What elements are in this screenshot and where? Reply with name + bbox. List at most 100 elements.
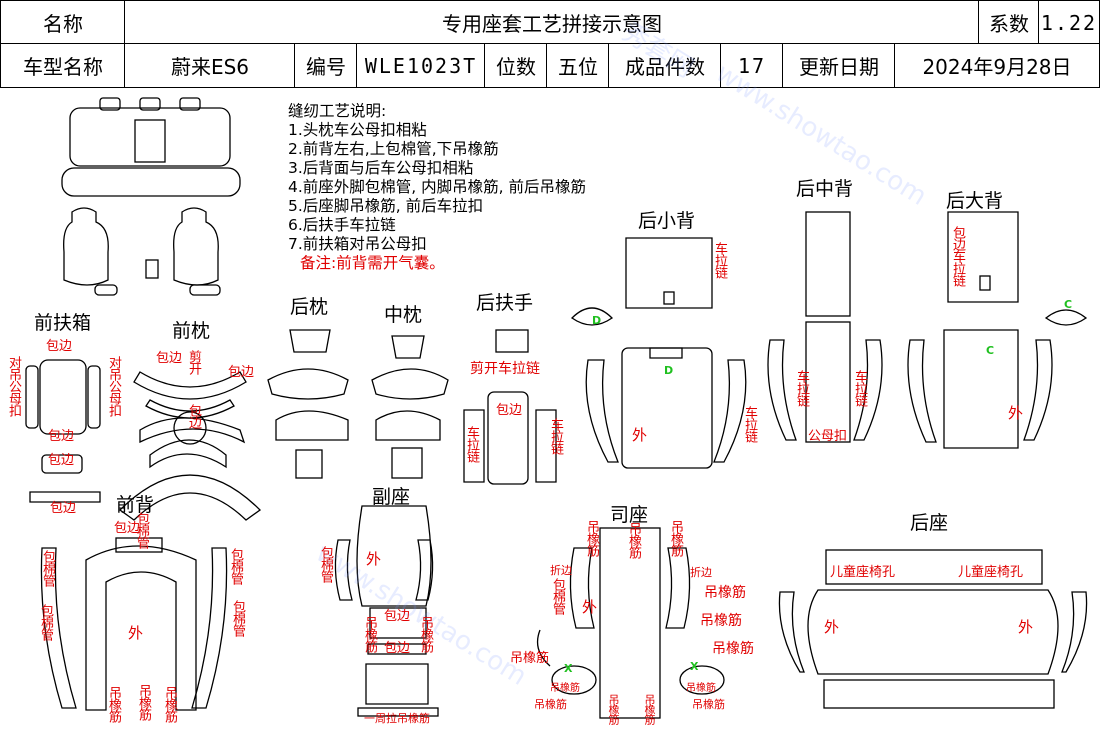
section-title-rear-small-back: 后小背 [638,210,696,232]
label-fold-edge: 折边 [690,566,712,579]
coef-label: 系数 [989,12,1029,36]
date-value: 2024年9月28日 [922,55,1072,79]
coef-label-cell: 系数 [978,0,1040,45]
section-title-driver-seat: 司座 [610,504,649,526]
date-value-cell: 2024年9月28日 [894,43,1100,88]
label-hang-elastic: 吊橡筋 [686,683,716,694]
date-label: 更新日期 [799,55,879,79]
label-child-seat-hole: 儿童座椅孔 [958,565,1024,580]
label-hang-elastic: 吊橡筋 [584,520,599,556]
label-hang-elastic: 吊橡筋 [534,698,567,711]
label-wrap-edge: 包边 [48,453,75,468]
label-wrap-tube: 包棉管 [134,512,149,548]
label-wrap-edge: 包边 [496,403,523,418]
label-sew-zip: 车拉链 [742,406,757,442]
code-value-cell: WLE1023T [356,43,486,88]
note-item: 3.后背面与后车公母扣相粘 [288,159,474,177]
label-around-elastic: 一周拉吊橡筋 [364,712,430,725]
model-value: 蔚来ES6 [170,55,250,79]
middle-headrest-pieces [371,335,449,479]
label-sew-zip: 车拉链 [548,418,563,454]
section-title-passenger-seat: 副座 [372,486,411,508]
label-outer: 外 [582,598,598,616]
rear-headrest-pieces [267,329,349,479]
spec-header-table: 名称 专用座套工艺拼接示意图 系数 1.22 车型名称 蔚来ES6 编号 WLE… [0,0,1100,88]
note-item: 5.后座脚吊橡筋, 前后车拉扣 [288,197,484,215]
label-wrap-tube: 包棉管 [228,548,243,584]
driver-seat-pieces [536,527,725,719]
section-title-rear-big-back: 后大背 [946,190,1004,212]
marker-d: D [592,314,602,327]
rear-seat-pieces [778,549,1088,709]
note-item: 4.前座外脚包棉管, 内脚吊橡筋, 前后吊橡筋 [288,178,586,196]
label-wrap-tube: 包棉管 [230,600,245,636]
label-outer: 外 [1008,404,1024,422]
label-outer: 外 [824,618,840,636]
pieces-value: 17 [737,53,767,78]
label-hang-elastic: 吊橡筋 [692,698,725,711]
code-label-cell: 编号 [294,43,358,88]
label-wrap-edge: 包边 [48,429,75,444]
section-title-rear-armrest: 后扶手 [476,292,534,314]
section-title-front-armbox: 前扶箱 [34,312,92,334]
label-wrap-tube: 包棉管 [318,546,333,582]
label-wrap-tube: 包棉管 [38,604,53,640]
label-sew-zip: 车拉链 [794,370,809,406]
note-item: 2.前背左右,上包棉管,下吊橡筋 [288,140,499,158]
code-label: 编号 [306,55,346,79]
label-child-seat-hole: 儿童座椅孔 [830,565,896,580]
passenger-seat-pieces [334,505,439,717]
pieces-label: 成品件数 [625,55,705,79]
label-hang-elastic: 吊橡筋 [550,683,580,694]
marker-d: D [664,364,674,377]
label-hang-elastic: 吊橡筋 [626,522,641,558]
marker-c: C [986,344,995,357]
code-value: WLE1023T [364,53,478,78]
label-hang-elastic: 吊橡筋 [510,651,550,666]
date-label-cell: 更新日期 [782,43,896,88]
section-title-rear-seat: 后座 [910,512,949,534]
label-hang-elastic: 吊橡筋 [643,694,656,724]
seats-value: 五位 [558,55,598,79]
label-male-female-snap: 公母扣 [808,429,848,444]
seats-label: 位数 [496,55,536,79]
label-hang-elastic: 吊橡筋 [712,641,754,657]
label-hang-elastic: 吊橡筋 [704,585,746,601]
label-hang-elastic: 吊橡筋 [362,616,377,652]
label-hang-elastic: 吊橡筋 [162,686,177,722]
front-headrest-pieces [118,371,262,521]
section-title-front-headrest: 前枕 [172,320,211,342]
label-cut-open: 剪开 [186,350,201,374]
rear-small-back-pieces [570,237,747,469]
airbag-remark: 备注:前背需开气囊。 [300,254,445,272]
notes-heading: 缝纫工艺说明: [288,102,387,120]
label-sew-zip: 车拉链 [712,242,727,278]
note-item: 6.后扶手车拉链 [288,216,396,234]
label-wrap-tube: 包棉管 [550,578,565,614]
section-title-middle-headrest: 中枕 [384,304,423,326]
model-label-cell: 车型名称 [0,43,126,88]
note-item: 1.头枕车公母扣相粘 [288,121,427,139]
marker-c: C [1064,298,1073,311]
label-hang-elastic: 吊橡筋 [700,613,742,629]
label-pair-hang-snap: 对吊公母扣 [106,356,121,416]
label-sew-zip: 车拉链 [464,426,479,462]
label-fold-edge: 折边 [550,564,572,577]
label-wrap-tube: 包棉管 [40,550,55,586]
label-pair-hang-snap: 对吊公母扣 [6,356,21,416]
label-hang-elastic: 吊橡筋 [668,520,683,556]
label-wrap-edge: 包边 [156,351,183,366]
section-title-front-back: 前背 [116,494,155,516]
rear-big-back-pieces [907,211,1088,449]
rear-middle-back-pieces [767,211,883,443]
label-wrap-edge: 包边 [384,641,411,656]
coef-value: 1.22 [1040,10,1098,35]
label-wrap-edge: 包边 [46,339,73,354]
label-outer: 外 [366,550,382,568]
label-wrap-edge: 包边 [50,501,77,516]
section-title-rear-headrest: 后枕 [290,296,329,318]
label-wrap-edge-zip: 包边车拉链 [950,226,965,286]
seat-thumbnail [61,97,241,296]
section-title-rear-middle-back: 后中背 [796,178,854,200]
